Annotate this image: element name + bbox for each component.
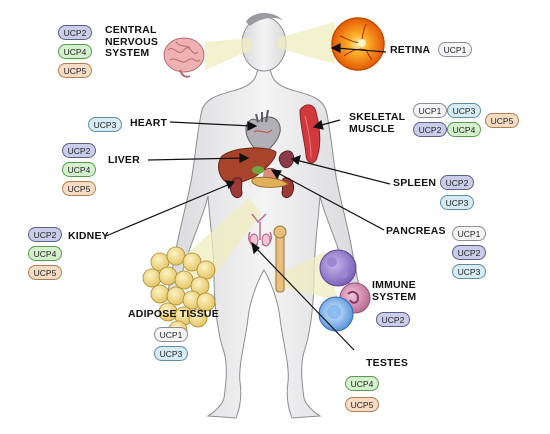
spleen-icon [278,150,295,169]
ucp-badge-pancreas-ucp1: UCP1 [452,226,486,241]
ucp-badge-skeletal-muscle-ucp1: UCP1 [413,103,447,118]
organ-label-testes: TESTES [366,357,409,369]
ucp-badge-testes-ucp4: UCP4 [345,376,379,391]
organ-label-cns: CENTRAL NERVOUS SYSTEM [105,24,159,59]
human-body-silhouette [167,16,361,419]
muscle-icon [299,104,321,164]
ucp-badge-spleen-ucp3: UCP3 [440,195,474,210]
hair-shape [246,13,284,26]
ucp-badge-skeletal-muscle-ucp3: UCP3 [447,103,481,118]
ucp-badge-cns-ucp5: UCP5 [58,63,92,78]
ucp-badge-adipose-tissue-ucp1: UCP1 [154,327,188,342]
ucp-badge-skeletal-muscle-ucp5: UCP5 [485,113,519,128]
ucp-badge-cns-ucp4: UCP4 [58,44,92,59]
organ-label-retina: RETINA [390,44,431,56]
liver-icon [218,147,277,185]
adipocyte-cell [158,266,178,286]
ucp-badge-pancreas-ucp3: UCP3 [452,264,486,279]
ucp-badge-pancreas-ucp2: UCP2 [452,245,486,260]
organ-label-spleen: SPLEEN [393,177,437,189]
pancreas-icon [251,176,289,188]
adipocyte-cell [166,246,186,266]
adipocyte-cell [166,286,186,306]
ucp-badge-retina-ucp1: UCP1 [438,42,472,57]
brain-icon [163,37,205,78]
organ-label-pancreas: PANCREAS [386,225,446,237]
ucp-badge-skeletal-muscle-ucp4: UCP4 [447,122,481,137]
adipocyte-cell [174,270,194,290]
adipocyte-cell [188,308,208,328]
adipocyte-cell [196,260,216,280]
organ-label-liver: LIVER [108,154,140,166]
organ-label-immune-system: IMMUNE SYSTEM [372,279,417,303]
organ-label-skeletal-muscle: SKELETAL MUSCLE [349,111,406,135]
ucp-badge-liver-ucp5: UCP5 [62,181,96,196]
ucp-badge-liver-ucp4: UCP4 [62,162,96,177]
ucp-badge-liver-ucp2: UCP2 [62,143,96,158]
leader-lines [105,43,391,351]
organ-label-kidney: KIDNEY [68,230,109,242]
ucp-badge-kidney-ucp4: UCP4 [28,246,62,261]
adipocyte-cell [196,292,216,312]
ucp-badge-testes-ucp5: UCP5 [345,397,379,412]
adipocyte-cell [142,268,162,288]
adipose-icon [142,246,216,340]
ucp-badge-adipose-tissue-ucp3: UCP3 [154,346,188,361]
testes-icon [247,213,273,247]
ucp-badge-kidney-ucp5: UCP5 [28,265,62,280]
ucp-badge-kidney-ucp2: UCP2 [28,227,62,242]
adipocyte-cell [150,284,170,304]
ucp-badge-spleen-ucp2: UCP2 [440,175,474,190]
ucp-badge-heart-ucp3: UCP3 [88,117,122,132]
adipocyte-cell [182,252,202,272]
bone-icon [273,225,287,293]
ucp-badge-skeletal-muscle-ucp2: UCP2 [413,122,447,137]
organ-label-adipose-tissue: ADIPOSE TISSUE [128,308,219,320]
ucp-badge-cns-ucp2: UCP2 [58,25,92,40]
ucp-badge-immune-system-ucp2: UCP2 [376,312,410,327]
organ-label-heart: HEART [130,117,168,129]
